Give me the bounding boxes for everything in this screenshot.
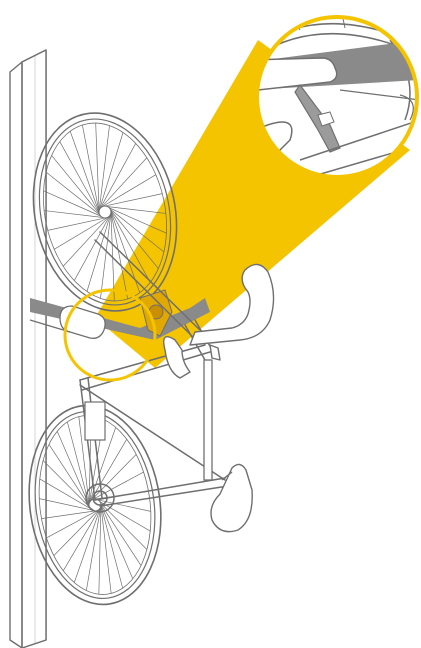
wheel-spoke [64, 507, 110, 583]
wheel-spoke [60, 136, 101, 221]
wheel-spoke [41, 511, 97, 519]
wheel-spoke [97, 175, 160, 208]
wheel-spoke [102, 194, 162, 207]
wheel-spoke [50, 217, 113, 250]
wheel-spoke [84, 133, 138, 211]
wheel-spoke [98, 495, 141, 570]
wheel-spoke [99, 498, 133, 582]
lower-bracket [85, 402, 105, 440]
wheel-spoke [46, 162, 103, 227]
wall-post [10, 50, 46, 648]
wheel-spoke [82, 126, 127, 212]
wheel-spoke [44, 180, 105, 230]
wheel-spoke [48, 217, 108, 230]
wheel-spoke [81, 123, 115, 213]
wheel-spoke [49, 440, 92, 515]
support-rail [204, 360, 212, 480]
